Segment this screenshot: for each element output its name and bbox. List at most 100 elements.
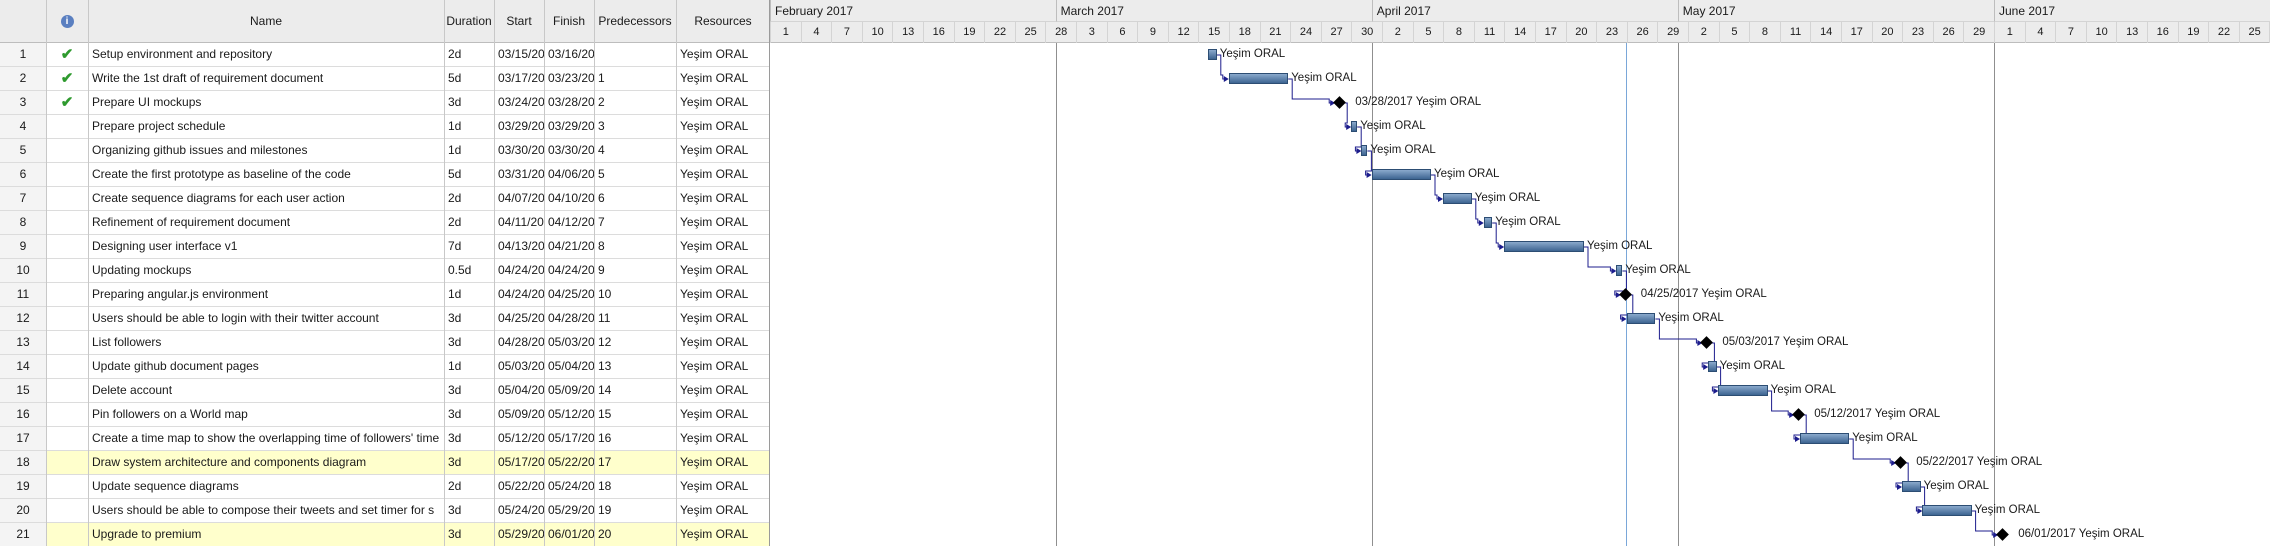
task-duration[interactable]: 3d: [448, 527, 462, 541]
task-name[interactable]: Users should be able to login with their…: [92, 311, 379, 325]
task-name[interactable]: Setup environment and repository: [92, 47, 273, 61]
task-duration[interactable]: 5d: [448, 167, 462, 181]
task-name[interactable]: Draw system architecture and components …: [92, 455, 367, 469]
task-start[interactable]: 03/31/20: [498, 167, 544, 181]
task-name[interactable]: Organizing github issues and milestones: [92, 143, 308, 157]
task-duration[interactable]: 3d: [448, 407, 462, 421]
task-resources[interactable]: Yeşim ORAL: [680, 47, 749, 61]
task-start[interactable]: 04/25/20: [498, 311, 544, 325]
task-predecessors[interactable]: 5: [598, 167, 605, 181]
row-number[interactable]: 21: [0, 523, 46, 546]
task-finish[interactable]: 04/10/20: [548, 191, 594, 205]
column-divider[interactable]: [594, 0, 595, 546]
task-bar[interactable]: [1443, 193, 1472, 204]
task-predecessors[interactable]: 11: [598, 311, 611, 325]
task-name[interactable]: Delete account: [92, 383, 173, 397]
row-number[interactable]: 4: [0, 115, 46, 138]
task-resources[interactable]: Yeşim ORAL: [680, 119, 749, 133]
task-resources[interactable]: Yeşim ORAL: [680, 287, 749, 301]
task-predecessors[interactable]: 19: [598, 503, 612, 517]
task-start[interactable]: 05/17/20: [498, 455, 544, 469]
task-bar[interactable]: [1902, 481, 1921, 492]
task-finish[interactable]: 05/29/20: [548, 503, 594, 517]
row-number[interactable]: 14: [0, 355, 46, 378]
task-resources[interactable]: Yeşim ORAL: [680, 239, 749, 253]
task-predecessors[interactable]: 1: [598, 71, 605, 85]
task-start[interactable]: 05/09/20: [498, 407, 544, 421]
task-duration[interactable]: 1d: [448, 119, 462, 133]
task-start[interactable]: 04/13/20: [498, 239, 544, 253]
task-predecessors[interactable]: 2: [598, 95, 605, 109]
task-bar[interactable]: [1718, 385, 1768, 396]
task-duration[interactable]: 3d: [448, 311, 462, 325]
task-resources[interactable]: Yeşim ORAL: [680, 167, 749, 181]
task-name[interactable]: Designing user interface v1: [92, 239, 238, 253]
task-name[interactable]: Prepare UI mockups: [92, 95, 202, 109]
task-name[interactable]: Pin followers on a World map: [92, 407, 248, 421]
header-name[interactable]: Name: [249, 14, 282, 28]
task-finish[interactable]: 05/17/20: [548, 431, 594, 445]
task-bar[interactable]: [1922, 505, 1972, 516]
task-bar[interactable]: [1208, 49, 1217, 60]
task-finish[interactable]: 04/21/20: [548, 239, 594, 253]
task-resources[interactable]: Yeşim ORAL: [680, 95, 749, 109]
task-resources[interactable]: Yeşim ORAL: [680, 143, 749, 157]
row-number[interactable]: 17: [0, 427, 46, 450]
task-start[interactable]: 03/15/20: [498, 47, 544, 61]
column-divider[interactable]: [676, 0, 677, 546]
task-duration[interactable]: 7d: [448, 239, 462, 253]
task-predecessors[interactable]: 18: [598, 479, 612, 493]
task-bar[interactable]: [1504, 241, 1584, 252]
task-predecessors[interactable]: 15: [598, 407, 612, 421]
task-finish[interactable]: 05/03/20: [548, 335, 594, 349]
task-duration[interactable]: 3d: [448, 431, 462, 445]
task-resources[interactable]: Yeşim ORAL: [680, 503, 749, 517]
task-finish[interactable]: 04/24/20: [548, 263, 594, 277]
task-finish[interactable]: 05/24/20: [548, 479, 594, 493]
task-finish[interactable]: 04/06/20: [548, 167, 594, 181]
task-predecessors[interactable]: 13: [598, 359, 612, 373]
header-info[interactable]: i: [46, 0, 88, 42]
task-name[interactable]: Updating mockups: [92, 263, 192, 277]
task-resources[interactable]: Yeşim ORAL: [680, 215, 749, 229]
task-finish[interactable]: 04/12/20: [548, 215, 594, 229]
task-start[interactable]: 05/24/20: [498, 503, 544, 517]
task-bar[interactable]: [1351, 121, 1358, 132]
task-start[interactable]: 05/29/20: [498, 527, 544, 541]
task-finish[interactable]: 03/16/20: [548, 47, 594, 61]
task-start[interactable]: 05/12/20: [498, 431, 544, 445]
task-bar[interactable]: [1371, 169, 1431, 180]
task-start[interactable]: 04/24/20: [498, 263, 544, 277]
task-bar[interactable]: [1800, 433, 1850, 444]
task-start[interactable]: 03/17/20: [498, 71, 544, 85]
task-finish[interactable]: 03/30/20: [548, 143, 594, 157]
task-resources[interactable]: Yeşim ORAL: [680, 359, 749, 373]
task-name[interactable]: Write the 1st draft of requirement docum…: [92, 71, 324, 85]
task-resources[interactable]: Yeşim ORAL: [680, 383, 749, 397]
task-name[interactable]: Create sequence diagrams for each user a…: [92, 191, 345, 205]
row-number[interactable]: 5: [0, 139, 46, 162]
column-divider[interactable]: [88, 0, 89, 546]
task-finish[interactable]: 05/04/20: [548, 359, 594, 373]
task-predecessors[interactable]: 20: [598, 527, 612, 541]
task-duration[interactable]: 3d: [448, 455, 462, 469]
row-number[interactable]: 2: [0, 67, 46, 90]
task-start[interactable]: 03/29/20: [498, 119, 544, 133]
task-start[interactable]: 03/30/20: [498, 143, 544, 157]
column-divider[interactable]: [544, 0, 545, 546]
row-number[interactable]: 3: [0, 91, 46, 114]
row-number[interactable]: 12: [0, 307, 46, 330]
task-name[interactable]: Preparing angular.js environment: [92, 287, 269, 301]
task-name[interactable]: Create the first prototype as baseline o…: [92, 167, 351, 181]
